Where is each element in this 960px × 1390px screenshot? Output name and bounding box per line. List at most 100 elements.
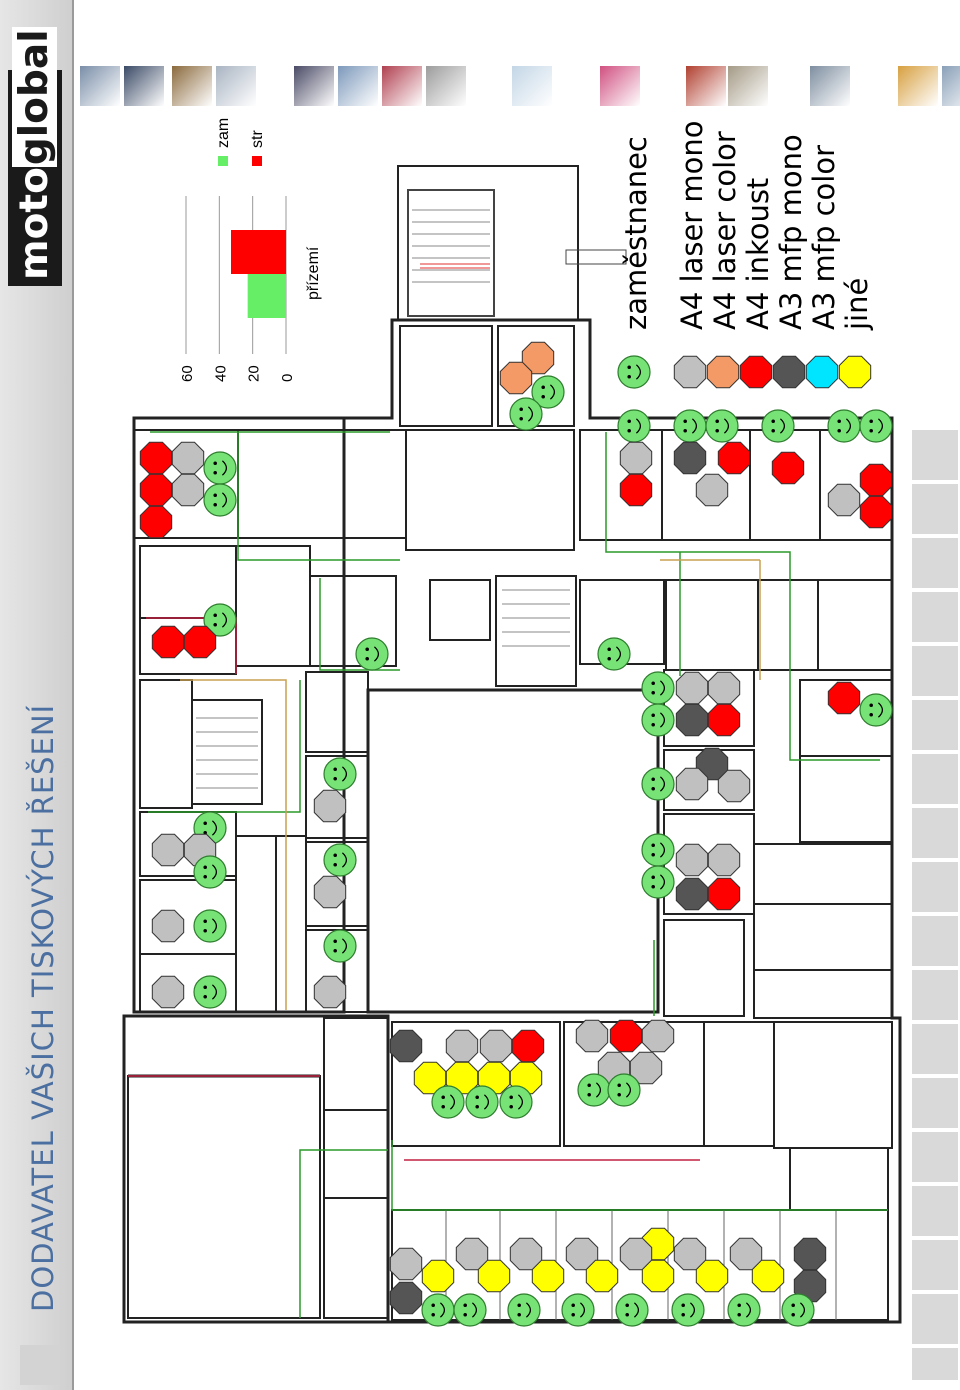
printer-marker xyxy=(707,703,741,737)
printer-marker xyxy=(673,1237,707,1271)
chart-bar-zam xyxy=(247,274,286,318)
printer-marker xyxy=(151,833,185,867)
printer-marker xyxy=(695,747,729,781)
printer-marker xyxy=(565,1237,599,1271)
employee-smiley-icon xyxy=(671,1293,705,1327)
thumbnail-image xyxy=(600,66,640,106)
printer-marker xyxy=(151,909,185,943)
chart-bars xyxy=(231,230,286,318)
employee-smiley-icon xyxy=(827,409,861,443)
employee-smiley-icon xyxy=(465,1085,499,1119)
employee-smiley-icon xyxy=(499,1085,533,1119)
printer-marker xyxy=(695,1259,729,1293)
printer-marker xyxy=(827,483,861,517)
printer-marker xyxy=(641,1019,675,1053)
thumbnail-image xyxy=(338,66,378,106)
printer-marker xyxy=(445,1061,479,1095)
printer-marker xyxy=(455,1237,489,1271)
printer-marker xyxy=(729,1237,763,1271)
printer-marker xyxy=(413,1061,447,1095)
employee-smiley-icon xyxy=(193,975,227,1009)
legend-item-label: A4 inkoust xyxy=(741,178,775,330)
chart-legend-label: str xyxy=(249,130,266,148)
employee-smiley-icon xyxy=(781,1293,815,1327)
employee-smiley-icon xyxy=(641,703,675,737)
employee-smiley-icon xyxy=(617,409,651,443)
printer-marker xyxy=(585,1259,619,1293)
chart-tick-label: 40 xyxy=(212,365,229,382)
thumbnail-image xyxy=(898,66,938,106)
chart-tick-label: 60 xyxy=(179,365,196,382)
printer-marker xyxy=(751,1259,785,1293)
employee-smiley-icon xyxy=(323,757,357,791)
thumbnail-image xyxy=(294,66,334,106)
chart-legend-swatch xyxy=(218,156,228,166)
printer-marker xyxy=(707,843,741,877)
printer-marker xyxy=(139,505,173,539)
printer-marker xyxy=(509,1237,543,1271)
printer-marker xyxy=(717,769,751,803)
printer-marker xyxy=(827,681,861,715)
sidebar-band: motoglobal DODAVATEL VAŠICH TISKOVÝCH ŘE… xyxy=(0,0,74,1390)
thumbnail-image xyxy=(172,66,212,106)
employee-smiley-icon xyxy=(193,909,227,943)
printer-marker xyxy=(313,789,347,823)
printer-marker xyxy=(619,473,653,507)
employee-smiley-icon xyxy=(193,855,227,889)
employee-smiley-icon xyxy=(641,671,675,705)
printer-marker xyxy=(171,473,205,507)
legend-octagon-icon xyxy=(706,355,740,389)
employee-smiley-icon xyxy=(203,483,237,517)
employee-smiley-icon xyxy=(355,637,389,671)
employee-smiley-icon xyxy=(673,409,707,443)
legend-octagon-icon xyxy=(673,355,707,389)
legend-employee-label: zaměstnanec xyxy=(619,136,653,330)
thumbnail-image xyxy=(124,66,164,106)
thumbnail-image xyxy=(382,66,422,106)
floor-plan-walls xyxy=(122,165,902,1324)
employee-smiley-icon xyxy=(323,929,357,963)
printer-marker xyxy=(619,441,653,475)
printer-marker xyxy=(139,473,173,507)
legend-item-label: A3 mfp color xyxy=(807,145,841,330)
employee-smiley-icon xyxy=(705,409,739,443)
printer-marker xyxy=(521,341,555,375)
thumbnail-image xyxy=(942,66,960,106)
thumbnail-image xyxy=(686,66,726,106)
employee-smiley-icon xyxy=(761,409,795,443)
printer-marker xyxy=(859,495,893,529)
printer-marker xyxy=(717,441,751,475)
thumbnail-image xyxy=(810,66,850,106)
employee-smiley-icon xyxy=(203,603,237,637)
printer-marker xyxy=(675,767,709,801)
printer-marker xyxy=(151,975,185,1009)
printer-marker xyxy=(675,703,709,737)
printer-marker xyxy=(641,1259,675,1293)
printer-marker xyxy=(511,1029,545,1063)
printer-marker xyxy=(151,625,185,659)
employee-smiley-icon xyxy=(615,1293,649,1327)
employee-smiley-icon xyxy=(859,693,893,727)
employee-smiley-icon xyxy=(641,767,675,801)
thumbnail-image xyxy=(728,66,768,106)
printer-marker xyxy=(859,463,893,497)
legend-item-label: A4 laser color xyxy=(708,131,742,330)
printer-marker xyxy=(629,1051,663,1085)
printer-marker xyxy=(479,1029,513,1063)
employee-smiley-icon xyxy=(641,833,675,867)
printer-marker xyxy=(313,975,347,1009)
thumbnail-image xyxy=(80,66,120,106)
legend-octagon-icon xyxy=(838,355,872,389)
employee-smiley-icon xyxy=(203,451,237,485)
employee-smiley-icon xyxy=(509,397,543,431)
legend-item-label: A3 mfp mono xyxy=(774,134,808,330)
printer-marker xyxy=(675,843,709,877)
chart-bar-str xyxy=(231,230,286,274)
chart-category-label: přízemí xyxy=(305,246,322,300)
legend-octagon-icon xyxy=(739,355,773,389)
